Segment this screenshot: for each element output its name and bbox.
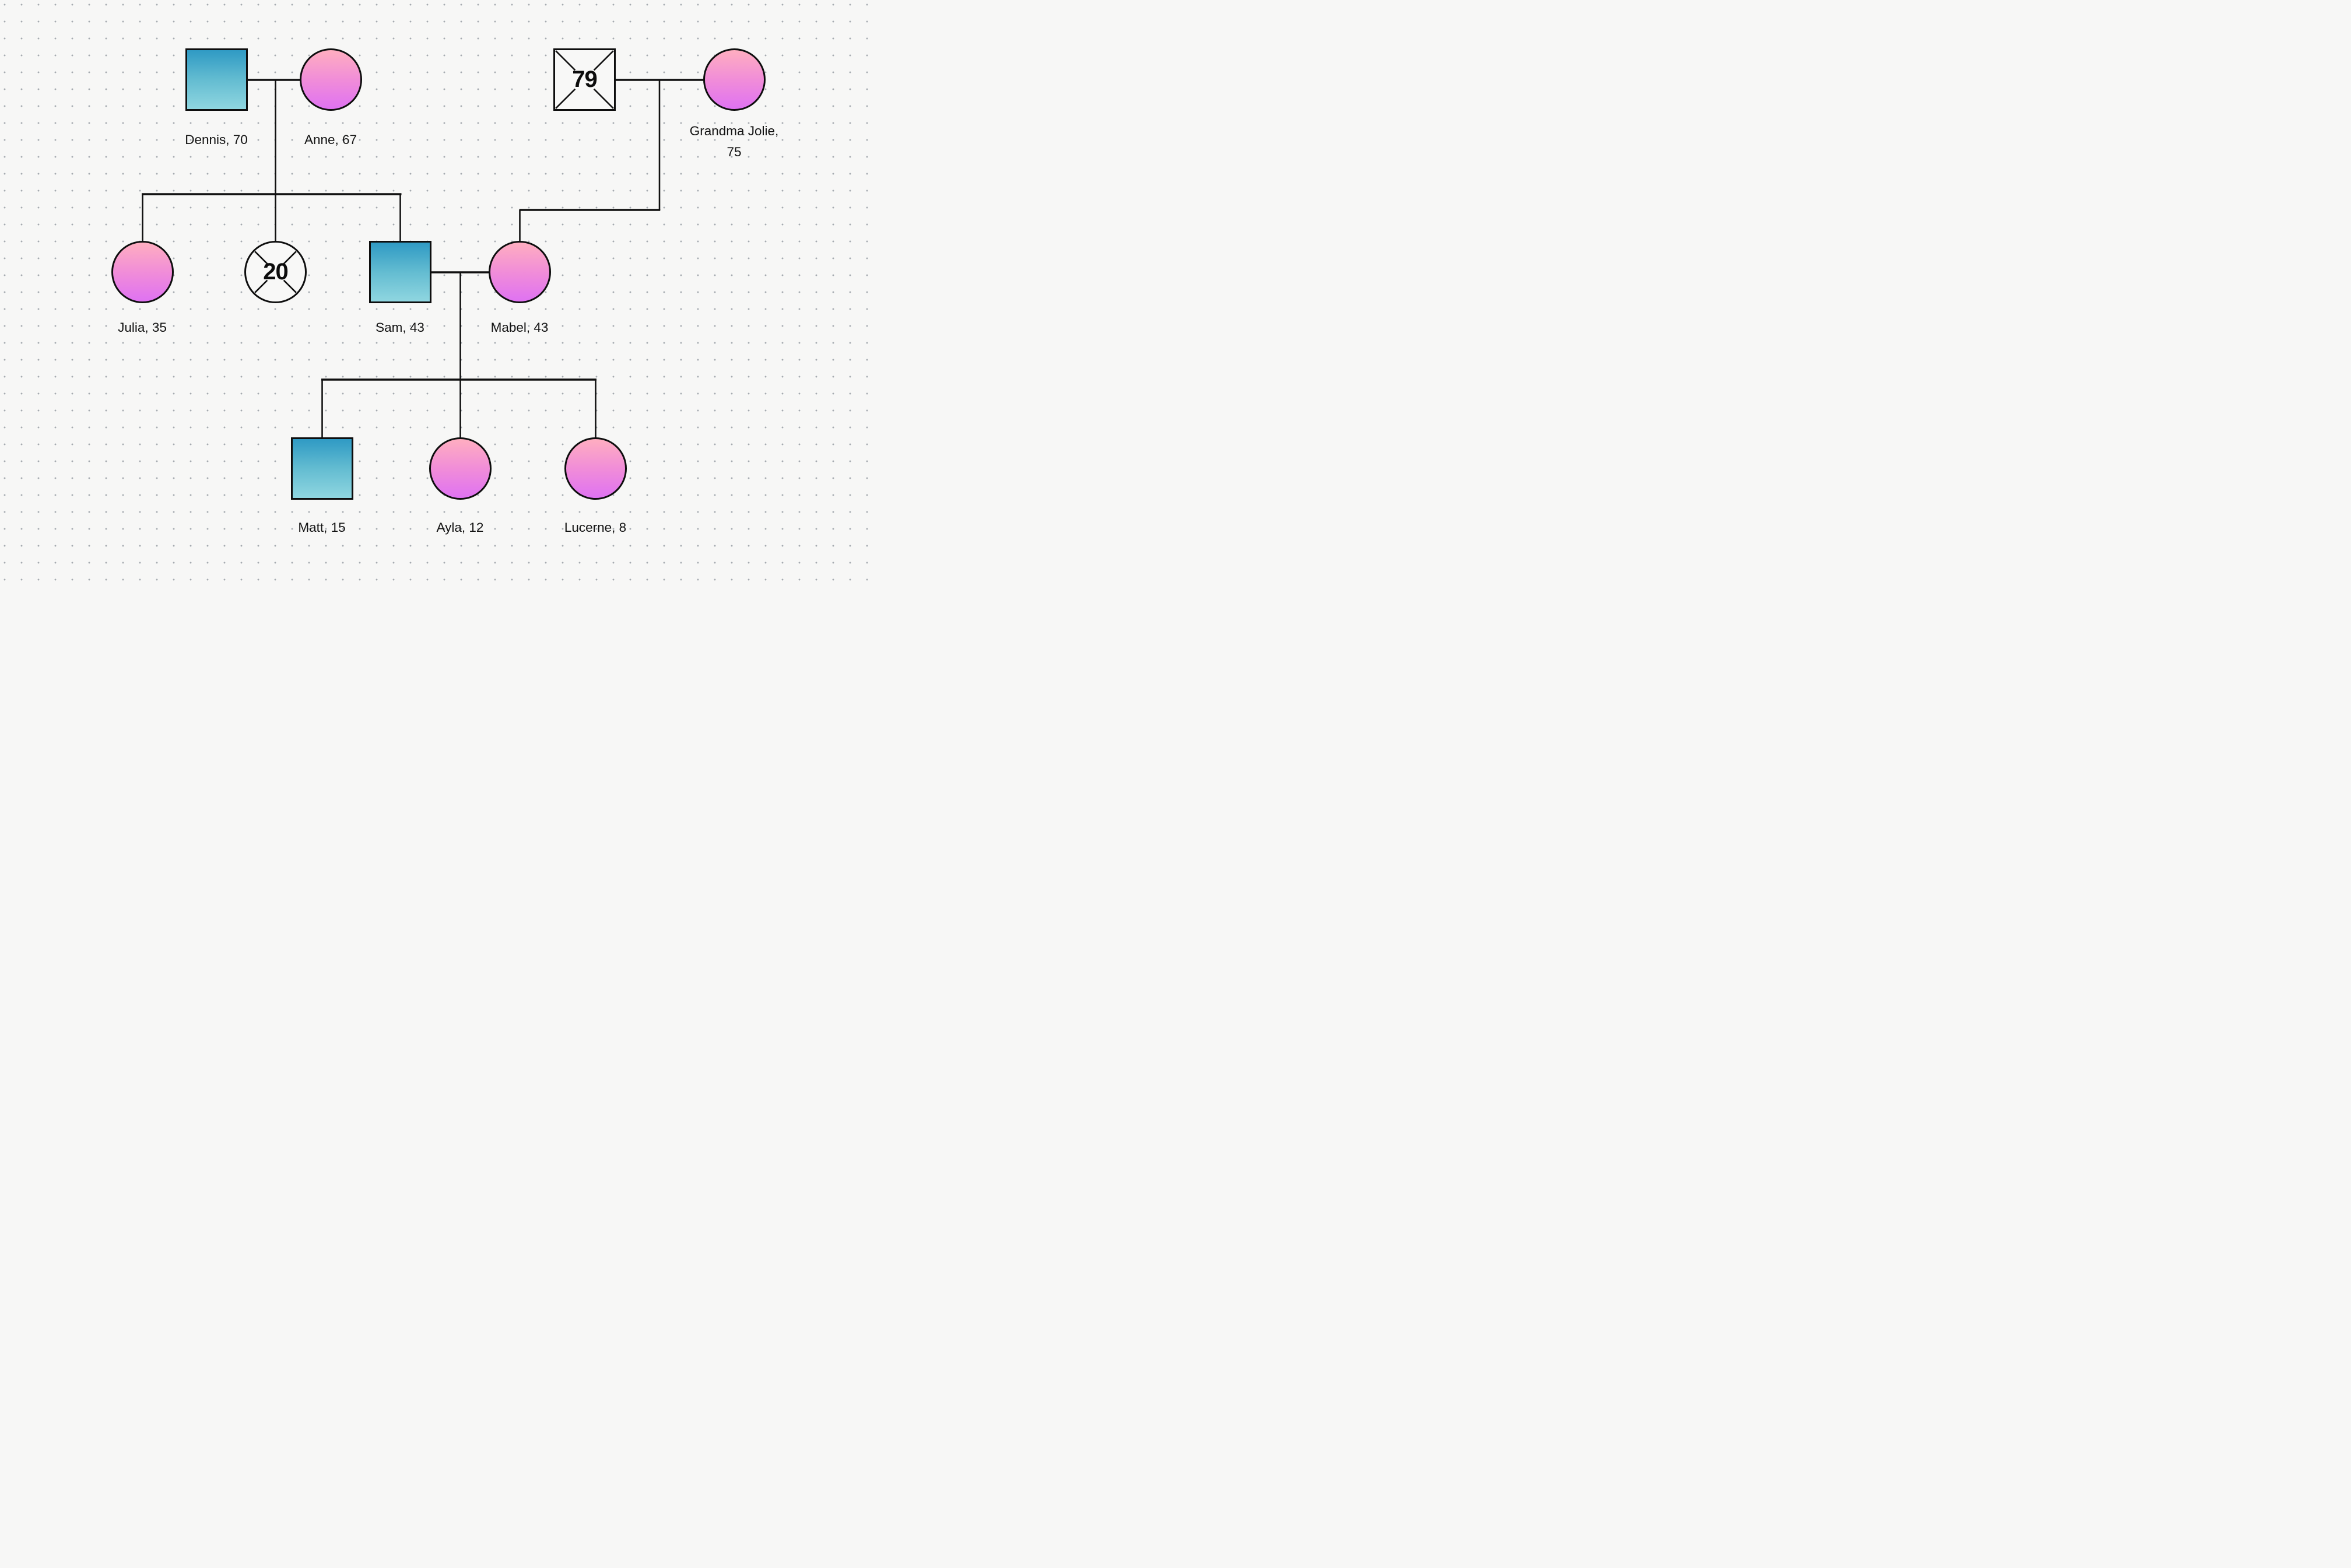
person-label-mabel: Mabel, 43 — [490, 320, 549, 335]
person-shape-ayla[interactable] — [429, 437, 492, 500]
label-line-2: 75 — [727, 145, 742, 159]
death-age-label: 79 — [572, 66, 598, 92]
person-shape-lucerne[interactable] — [564, 437, 627, 500]
person-shape-julia[interactable] — [111, 241, 174, 303]
person-label-matt: Matt, 15 — [298, 520, 346, 535]
person-label-sam: Sam, 43 — [376, 320, 424, 335]
person-shape-deceased-sibling[interactable]: 20 — [244, 241, 307, 303]
deceased-x-mark — [254, 251, 297, 293]
label-line-1: Grandma Jolie, — [689, 124, 779, 138]
person-shape-sam[interactable] — [369, 241, 431, 303]
genogram-canvas[interactable]: 79 Dennis, 70 Anne, 67 Grandma Jolie, 75… — [0, 0, 882, 588]
death-age-label: 20 — [263, 259, 289, 285]
relationship-connectors — [142, 79, 704, 439]
person-label-anne: Anne, 67 — [304, 132, 357, 147]
person-label-lucerne: Lucerne, 8 — [564, 520, 627, 535]
person-shape-grandma-jolie[interactable] — [703, 48, 766, 111]
person-shape-anne[interactable] — [300, 48, 362, 111]
person-shape-grandfather-deceased[interactable]: 79 — [553, 48, 616, 111]
person-label-dennis: Dennis, 70 — [185, 132, 248, 147]
person-label-julia: Julia, 35 — [118, 320, 167, 335]
person-label-ayla: Ayla, 12 — [436, 520, 484, 535]
person-shape-dennis[interactable] — [185, 48, 248, 111]
person-shape-mabel[interactable] — [489, 241, 551, 303]
deceased-x-mark — [555, 50, 614, 109]
person-shape-matt[interactable] — [291, 437, 353, 500]
person-label-grandma-jolie: Grandma Jolie, 75 — [664, 121, 804, 163]
